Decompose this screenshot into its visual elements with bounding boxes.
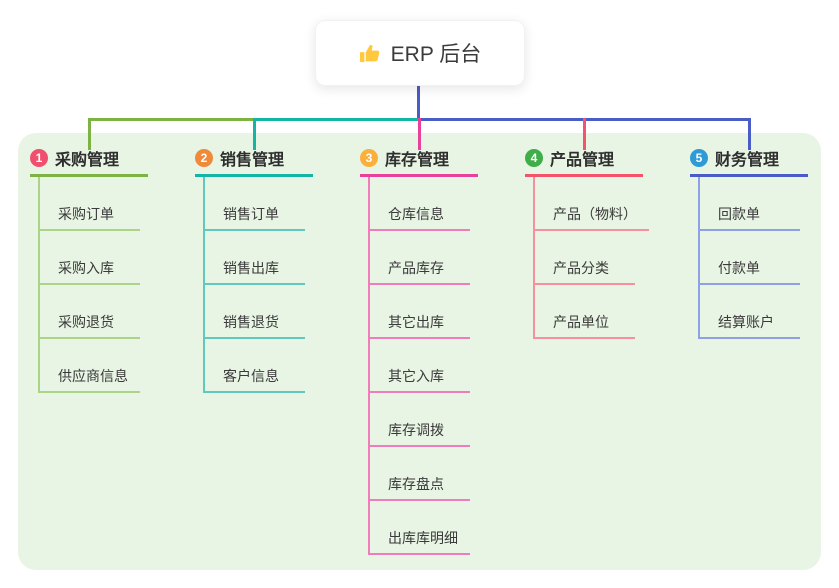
branch-children: 销售订单销售出库销售退货客户信息: [203, 177, 305, 393]
branch-column-1: 1 采购管理 采购订单采购入库采购退货供应商信息: [30, 146, 148, 393]
branch-column-3: 3 库存管理 仓库信息产品库存其它出库其它入库库存调拨库存盘点出库库明细: [360, 146, 478, 555]
branch-title: 财务管理: [715, 152, 780, 169]
branch-children: 采购订单采购入库采购退货供应商信息: [38, 177, 140, 393]
child-item[interactable]: 客户信息: [205, 339, 305, 393]
connector-line: [583, 118, 586, 150]
child-item[interactable]: 销售出库: [205, 231, 305, 285]
connector-line: [254, 118, 419, 121]
branch-header[interactable]: 5 财务管理: [690, 146, 808, 177]
branch-number-badge: 3: [360, 149, 378, 167]
thumbs-up-icon: [359, 42, 382, 65]
child-item[interactable]: 出库库明细: [370, 501, 470, 555]
child-item[interactable]: 产品（物料）: [535, 177, 649, 231]
child-item[interactable]: 采购订单: [40, 177, 140, 231]
connector-line: [88, 118, 91, 150]
child-item[interactable]: 回款单: [700, 177, 800, 231]
child-item[interactable]: 销售订单: [205, 177, 305, 231]
root-node[interactable]: ERP 后台: [315, 20, 525, 86]
child-item[interactable]: 采购退货: [40, 285, 140, 339]
branch-header[interactable]: 1 采购管理: [30, 146, 148, 177]
child-item[interactable]: 采购入库: [40, 231, 140, 285]
mindmap-board: [18, 133, 821, 570]
child-item[interactable]: 产品单位: [535, 285, 635, 339]
child-item[interactable]: 其它入库: [370, 339, 470, 393]
connector-line: [417, 84, 420, 120]
child-item[interactable]: 供应商信息: [40, 339, 140, 393]
child-item[interactable]: 仓库信息: [370, 177, 470, 231]
branch-header[interactable]: 3 库存管理: [360, 146, 478, 177]
branch-header[interactable]: 4 产品管理: [525, 146, 643, 177]
connector-line: [748, 118, 751, 150]
branch-header[interactable]: 2 销售管理: [195, 146, 313, 177]
child-item[interactable]: 结算账户: [700, 285, 800, 339]
branch-column-2: 2 销售管理 销售订单销售出库销售退货客户信息: [195, 146, 313, 393]
branch-number-badge: 1: [30, 149, 48, 167]
root-title: ERP 后台: [390, 43, 482, 66]
branch-children: 回款单付款单结算账户: [698, 177, 800, 339]
connector-line: [88, 118, 254, 121]
branch-title: 产品管理: [550, 152, 615, 169]
branch-number-badge: 5: [690, 149, 708, 167]
connector-line: [253, 118, 256, 150]
branch-number-badge: 2: [195, 149, 213, 167]
child-item[interactable]: 产品库存: [370, 231, 470, 285]
child-item[interactable]: 库存盘点: [370, 447, 470, 501]
child-item[interactable]: 产品分类: [535, 231, 635, 285]
branch-title: 销售管理: [220, 152, 285, 169]
branch-title: 库存管理: [385, 152, 450, 169]
child-item[interactable]: 销售退货: [205, 285, 305, 339]
connector-line: [418, 118, 421, 150]
child-item[interactable]: 其它出库: [370, 285, 470, 339]
branch-column-4: 4 产品管理 产品（物料）产品分类产品单位: [525, 146, 649, 339]
child-item[interactable]: 库存调拨: [370, 393, 470, 447]
branch-number-badge: 4: [525, 149, 543, 167]
branch-column-5: 5 财务管理 回款单付款单结算账户: [690, 146, 808, 339]
branch-children: 产品（物料）产品分类产品单位: [533, 177, 649, 339]
child-item[interactable]: 付款单: [700, 231, 800, 285]
branch-children: 仓库信息产品库存其它出库其它入库库存调拨库存盘点出库库明细: [368, 177, 470, 555]
branch-title: 采购管理: [55, 152, 120, 169]
